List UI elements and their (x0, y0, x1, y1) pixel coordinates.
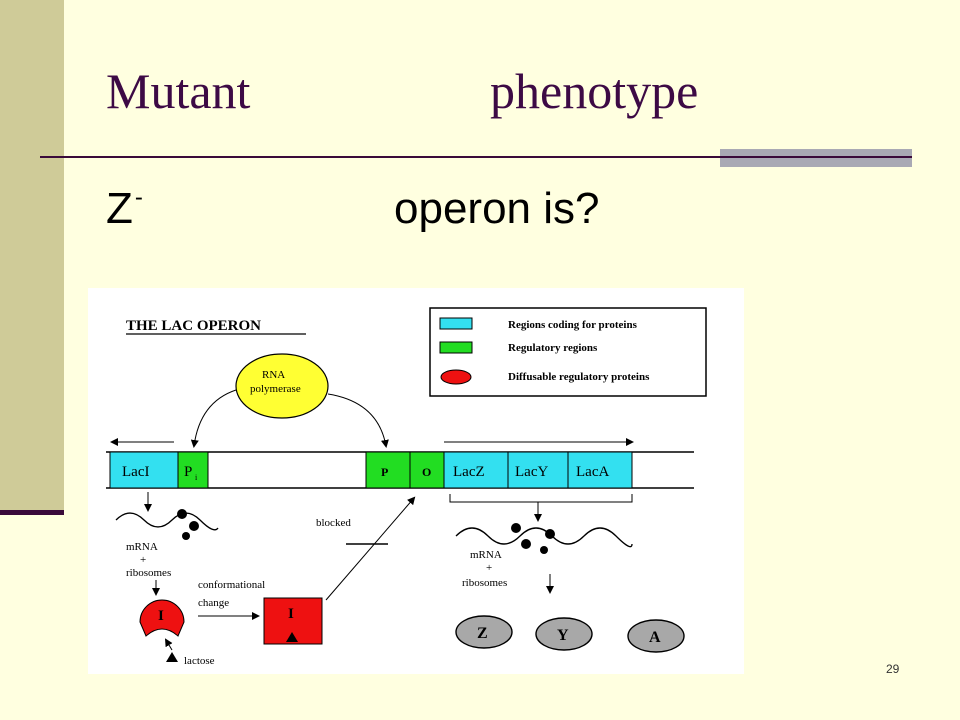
gene-pi (177, 451, 209, 489)
slide-title-mutant: Mutant (106, 63, 251, 119)
lactose-label: lactose (184, 655, 215, 667)
legend-coding-swatch (439, 317, 473, 330)
rna-polymerase (235, 353, 329, 419)
left-ribosome-1 (177, 509, 187, 519)
gene-lacz-label: LacZ (453, 464, 485, 480)
gene-p (365, 451, 411, 489)
right-ribosomes-label: ribosomes (462, 577, 507, 589)
title-rule-accent (720, 149, 912, 167)
gene-lacy (507, 451, 569, 489)
genotype-letter: Z (106, 184, 133, 233)
left-mrna-strand (115, 512, 219, 531)
polymerase-arrow-left (190, 389, 237, 448)
protein-y-label: Y (557, 627, 569, 644)
gene-laci-label: LacI (122, 464, 149, 480)
legend-box (429, 307, 707, 397)
right-ribosome-1 (511, 523, 521, 533)
gene-o (409, 451, 445, 489)
legend-regulatory-label: Regulatory regions (508, 342, 598, 354)
left-decor-line (0, 510, 64, 515)
legend-coding-label: Regions coding for proteins (508, 319, 638, 331)
rna-polymerase-label-1: RNA (262, 369, 285, 381)
right-mrna-label: mRNA (470, 549, 502, 561)
inactive-repressor-label: I (288, 606, 294, 622)
gene-laca-label: LacA (576, 464, 609, 480)
right-ribosome-3 (545, 529, 555, 539)
title-rule (40, 156, 912, 158)
phenotype-question: operon is? (394, 184, 600, 233)
gene-lacz (443, 451, 509, 489)
gene-o-label: O (422, 465, 431, 479)
page-number: 29 (886, 662, 900, 676)
left-decor-band (0, 0, 64, 512)
gene-lacy-label: LacY (515, 464, 548, 480)
mutant-genotype: Z- (106, 184, 143, 234)
active-repressor-label: I (158, 608, 164, 624)
left-ribosome-3 (182, 532, 190, 540)
right-ribosome-4 (540, 546, 548, 554)
legend-diffusable-swatch (440, 369, 472, 385)
lactose-triangle-left (166, 652, 178, 662)
left-mrna-label: mRNA (126, 541, 158, 553)
protein-y (535, 617, 593, 651)
lactose-binding-arrow (164, 638, 173, 651)
polymerase-arrow-right (327, 393, 389, 448)
left-ribosomes-label: ribosomes (126, 567, 171, 579)
protein-z (455, 615, 513, 649)
left-ribosome-2 (189, 521, 199, 531)
gene-laci (109, 451, 179, 489)
blocked-binding-arrow (325, 496, 416, 601)
diagram-heading: THE LAC OPERON (126, 318, 261, 334)
conformational-label: conformational (198, 579, 265, 591)
blocked-label: blocked (316, 517, 351, 529)
title-rule-accent-line (720, 156, 912, 158)
protein-z-label: Z (477, 625, 488, 642)
legend-diffusable-label: Diffusable regulatory proteins (508, 371, 650, 383)
operon-transcript-bracket (449, 494, 633, 503)
right-ribosome-2 (521, 539, 531, 549)
gene-pi-subscript: i (195, 473, 198, 482)
protein-a-label: A (649, 629, 661, 646)
genotype-superscript: - (134, 184, 143, 211)
left-plus-label: + (140, 554, 146, 566)
rna-polymerase-label-2: polymerase (250, 383, 301, 395)
change-label: change (198, 597, 229, 609)
right-plus-label: + (486, 562, 492, 574)
legend-regulatory-swatch (439, 341, 473, 354)
gene-p-label: P (381, 465, 388, 479)
gene-laca (567, 451, 633, 489)
active-repressor (139, 599, 185, 637)
protein-a (627, 619, 685, 653)
right-mrna-strand (455, 527, 633, 548)
slide-title-phenotype: phenotype (490, 63, 699, 119)
lac-operon-diagram: THE LAC OPERON Regions coding for protei… (88, 288, 744, 674)
lactose-triangle-bound (286, 632, 298, 642)
gene-pi-label: P (184, 464, 192, 480)
